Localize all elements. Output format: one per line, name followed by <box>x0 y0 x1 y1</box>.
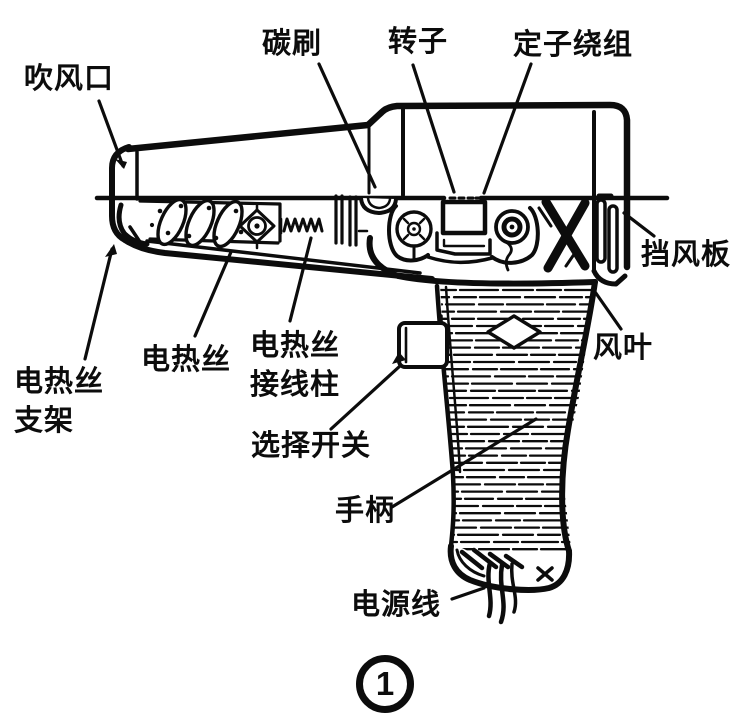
figure-number: 1 <box>375 665 395 702</box>
wire-squiggle <box>504 240 513 272</box>
motor-mount <box>387 204 430 263</box>
label-heating-wire-terminal: 电热丝 接线柱 <box>250 327 340 405</box>
label-selector-switch: 选择开关 <box>251 430 372 462</box>
leader-stator-winding <box>482 62 533 195</box>
label-stator-winding: 定子绕组 <box>513 29 634 61</box>
label-heating-wire: 电热丝 <box>141 344 232 376</box>
leader-power-cord <box>450 586 486 601</box>
leader-terminal <box>288 236 313 323</box>
figure-number-badge: 1 <box>356 655 414 713</box>
bracket-line2: 支架 <box>14 405 75 437</box>
label-power-cord: 电源线 <box>351 589 442 621</box>
commutator <box>440 199 488 236</box>
leader-air-outlet <box>97 99 125 168</box>
leader-carbon-brush <box>317 62 377 189</box>
handle-drawing <box>397 279 598 625</box>
selector-switch-drawing <box>397 314 449 369</box>
heater-screw-mount <box>238 202 276 250</box>
power-cord-drawing <box>486 560 518 625</box>
leader-heating-wire <box>193 250 233 338</box>
label-wind-baffle: 挡风板 <box>641 239 732 271</box>
label-carbon-brush: 碳刷 <box>262 28 323 60</box>
fan-blade-drawing <box>537 197 590 273</box>
handle-diamond-emblem <box>486 314 542 350</box>
leader-bracket <box>83 247 114 361</box>
handle-right-edge <box>559 279 598 554</box>
terminal-line2: 接线柱 <box>250 369 341 401</box>
terminal-line1: 电热丝 <box>250 330 341 362</box>
body-outline <box>109 101 631 287</box>
baffle-slats <box>595 193 619 274</box>
heating-element-assembly <box>116 194 369 250</box>
leader-rotor <box>411 63 456 194</box>
leader-handle <box>390 417 538 509</box>
mounting-screw-left <box>395 210 433 261</box>
leader-lines <box>83 62 656 601</box>
cord-entry-scribble <box>459 547 554 582</box>
leader-fan-blade <box>591 287 623 331</box>
leader-wind-baffle <box>622 211 656 238</box>
label-air-outlet: 吹风口 <box>24 63 115 95</box>
label-handle: 手柄 <box>335 495 396 527</box>
commutator-bracket <box>435 231 492 256</box>
label-heating-wire-bracket: 电热丝 支架 <box>14 363 104 441</box>
mounting-screw-right <box>494 209 530 245</box>
label-fan-blade: 风叶 <box>593 332 654 364</box>
motor-assembly <box>359 193 619 274</box>
bracket-line1: 电热丝 <box>14 366 105 398</box>
terminal-posts <box>334 194 369 247</box>
leader-selector-switch <box>329 364 402 431</box>
terminal-spring <box>282 217 324 233</box>
label-rotor: 转子 <box>388 26 449 58</box>
